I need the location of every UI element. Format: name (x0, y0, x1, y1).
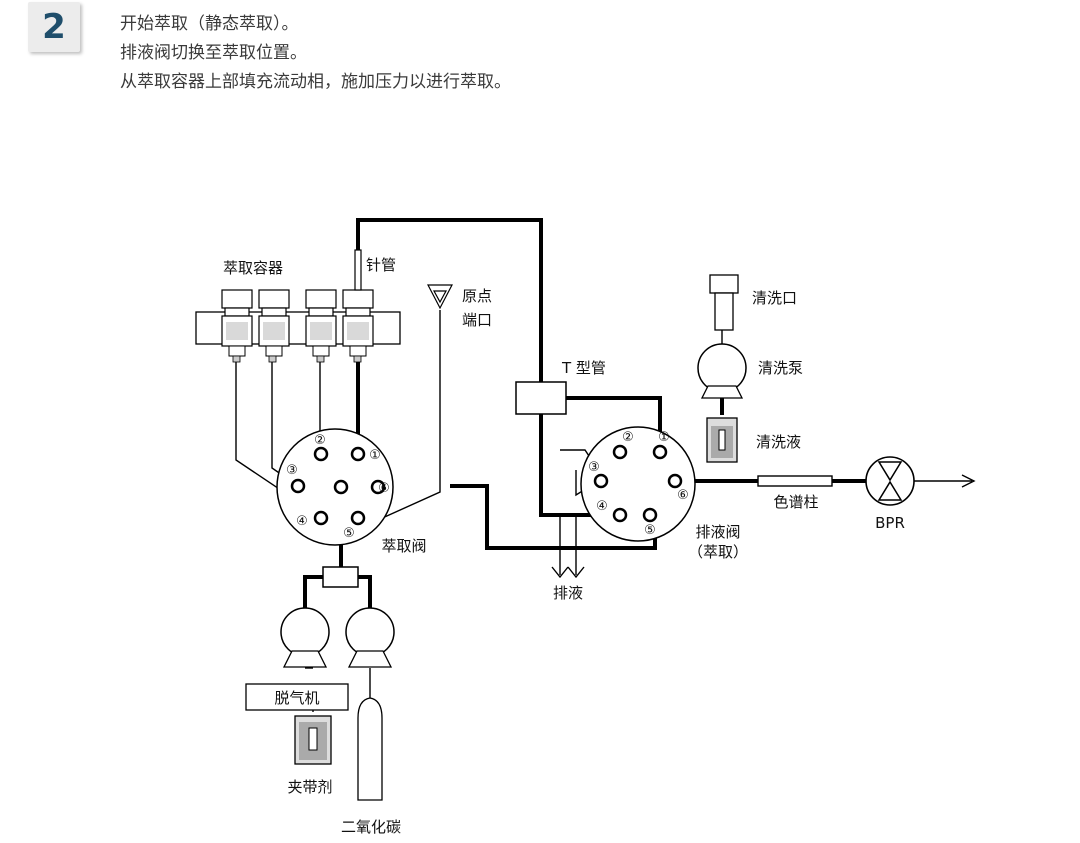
extract-port-label-1: ① (369, 448, 381, 463)
t-pipe-label: T 型管 (561, 359, 606, 377)
bpr (865, 456, 915, 506)
extract-port-label-5: ⑤ (343, 526, 355, 541)
drain-port-label-2: ② (622, 430, 634, 445)
drain-port-4 (612, 507, 628, 523)
drain-port-label-5: ⑤ (644, 523, 656, 538)
vessel-4 (342, 289, 374, 363)
step-line-2: 排液阀切换至萃取位置。 (120, 43, 307, 63)
extract-port-6 (370, 479, 386, 495)
step-line-1: 开始萃取（静态萃取）。 (120, 14, 299, 34)
degasser-label: 脱气机 (274, 689, 319, 707)
drain-port-label-3: ③ (588, 460, 600, 475)
step-number-badge: 2 (28, 2, 80, 52)
wash-port (709, 274, 739, 294)
outlet-arrow (961, 474, 976, 488)
entrainer-bottle (294, 715, 332, 765)
vessel-2 (258, 289, 290, 363)
needle (354, 249, 362, 291)
drain-arrow-2 (567, 566, 585, 579)
vessels-label: 萃取容器 (223, 259, 283, 277)
extract-port-4 (313, 510, 329, 526)
drain-port-6 (667, 473, 683, 489)
drain-port-label-1: ① (658, 430, 670, 445)
extract-port-label-6: ⑥ (378, 481, 390, 496)
tpipe-to-drain-valve-line (566, 396, 662, 440)
vessel-3 (305, 289, 337, 363)
step-line-3: 从萃取容器上部填充流动相，施加压力以进行萃取。 (120, 72, 511, 92)
extract-port-5 (350, 510, 366, 526)
mixer-to-pump-left-line (303, 575, 323, 612)
needle-label: 针管 (366, 256, 396, 274)
mixer-to-pump-right-line (358, 575, 372, 612)
drain-port-label-4: ④ (596, 499, 608, 514)
step-description: 开始萃取（静态萃取）。 排液阀切换至萃取位置。 从萃取容器上部填充流动相，施加压… (120, 10, 511, 97)
wash-pump-label: 清洗泵 (758, 359, 803, 377)
entrainer-pump (280, 607, 330, 668)
extract-port-3 (290, 478, 306, 494)
drain-valve: ② ① ③ ⑥ ④ ⑤ (580, 426, 696, 542)
column-label: 色谱柱 (773, 493, 818, 511)
wash-liquid-label: 清洗液 (756, 433, 801, 451)
drain-label: 排液 (553, 584, 583, 602)
drain-port-5 (642, 507, 658, 523)
origin-port-label-1: 原点 (462, 287, 492, 305)
origin-port-line (377, 310, 441, 521)
extract-port-1 (350, 446, 366, 462)
degasser (245, 683, 349, 711)
drain-port-label-6: ⑥ (677, 488, 689, 503)
extract-valve-label: 萃取阀 (381, 537, 426, 555)
co2-cylinder (357, 697, 383, 801)
extract-port-label-4: ④ (296, 514, 308, 529)
entrainer-label: 夹带剂 (287, 778, 332, 796)
wash-port-label: 清洗口 (752, 289, 797, 307)
needle-to-tpipe-line (356, 218, 543, 382)
extract-to-drain-line (450, 484, 657, 550)
extraction-valve: ② ① ③ ⑥ ④ ⑤ (276, 428, 394, 546)
drain-port-2 (612, 444, 628, 460)
vessel-block (195, 249, 401, 363)
origin-port-funnel (427, 284, 453, 310)
wash-pump (697, 343, 747, 393)
extract-port-2 (313, 446, 329, 462)
vessel-1 (221, 289, 253, 363)
origin-port-label-2: 端口 (462, 311, 492, 329)
extract-port-center (333, 479, 349, 495)
extract-port-label-2: ② (314, 433, 326, 448)
co2-pump (345, 607, 395, 668)
drain-arrow-1 (551, 566, 569, 579)
drain-valve-label-1: 排液阀 (695, 523, 740, 541)
drain-valve-label-2: （萃取） (688, 543, 748, 561)
extract-port-label-3: ③ (286, 463, 298, 478)
drain-port-3 (593, 473, 609, 489)
column (757, 475, 833, 487)
mixer (322, 566, 359, 588)
wash-section (697, 274, 747, 463)
t-pipe (515, 381, 567, 415)
bpr-label: BPR (875, 514, 905, 532)
co2-label: 二氧化碳 (341, 818, 401, 836)
drain-port-1 (652, 444, 668, 460)
